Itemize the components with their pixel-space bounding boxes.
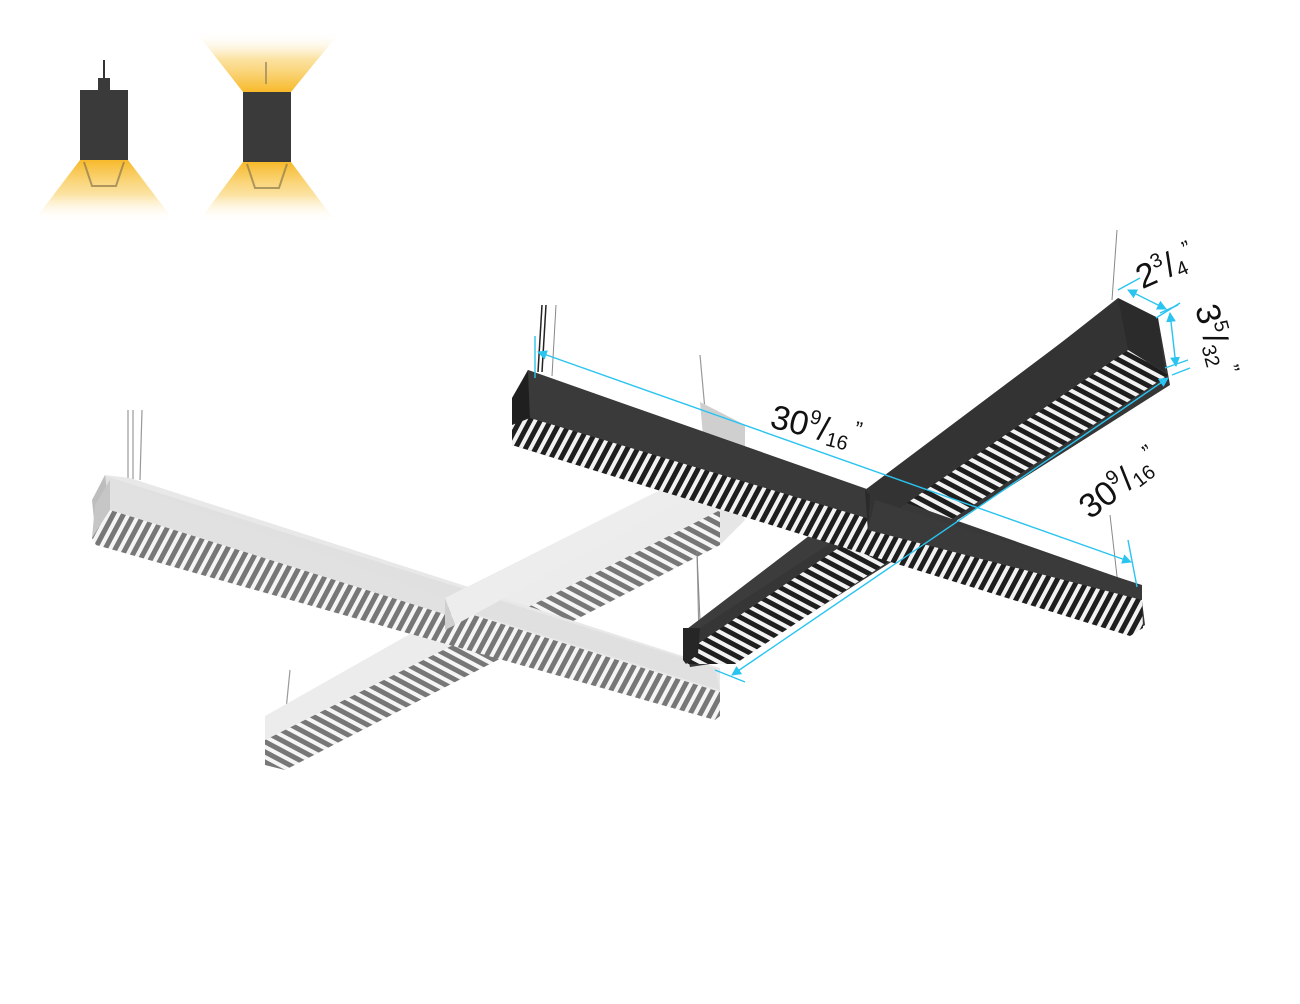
downlight-distribution-icon xyxy=(33,60,175,222)
dimension-lines xyxy=(534,277,1191,683)
up-down-light-distribution-icon xyxy=(196,32,340,222)
